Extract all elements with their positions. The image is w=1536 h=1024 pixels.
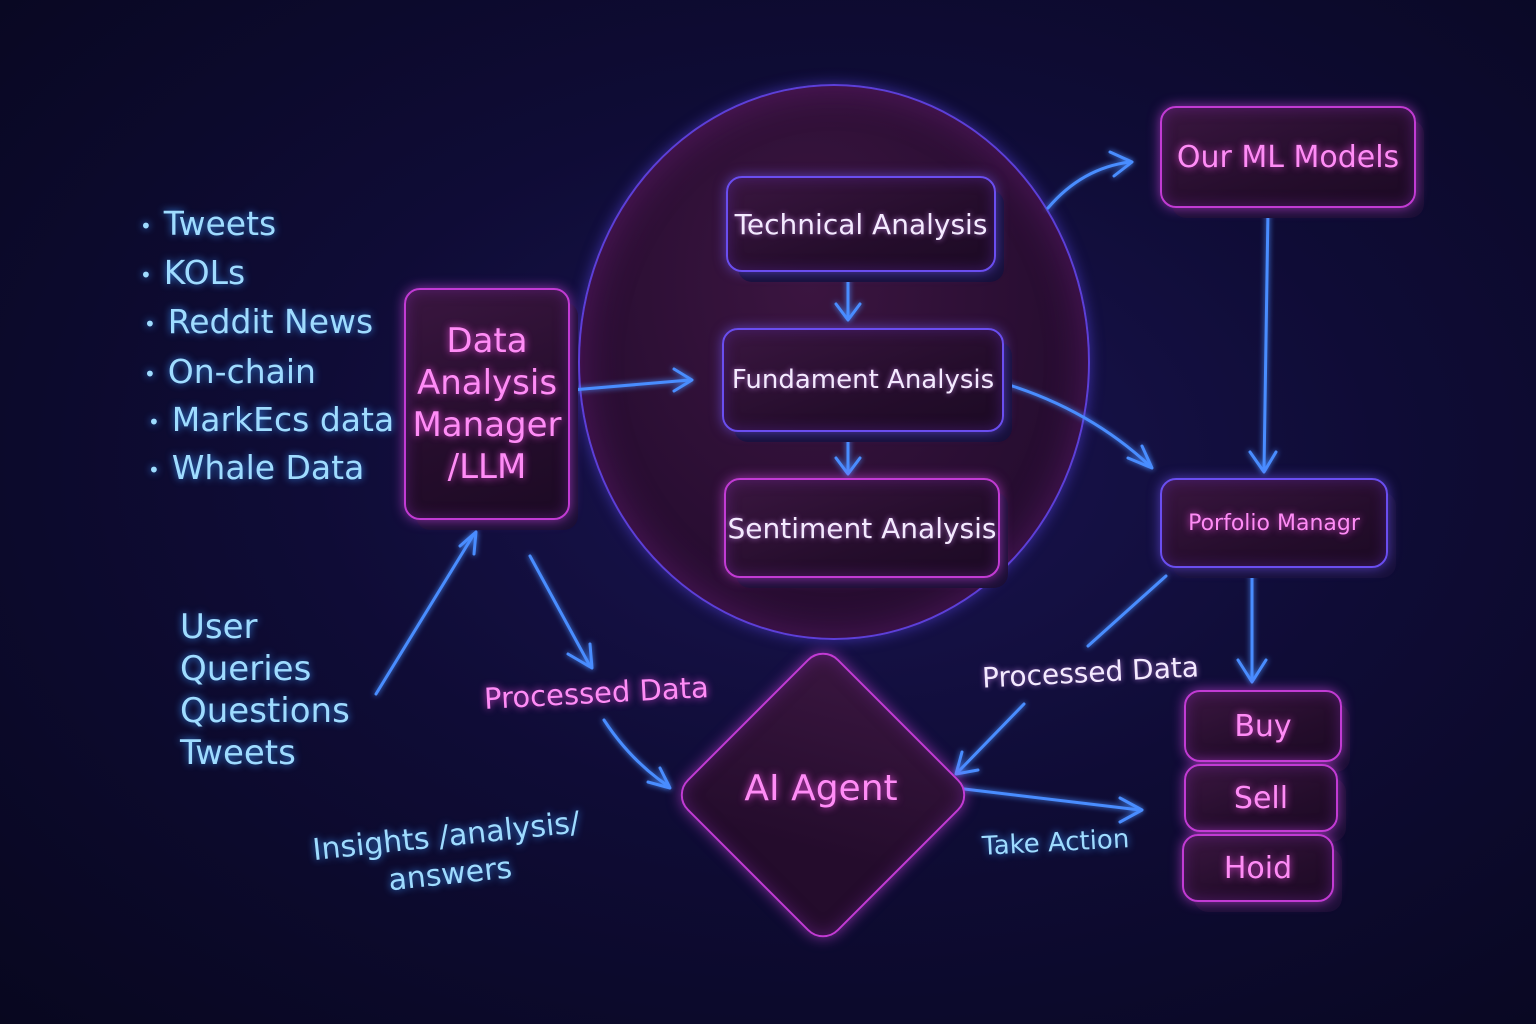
arrow-agent-to-actions (954, 786, 1142, 812)
sell-box: Sell (1184, 764, 1338, 832)
buy-box: Buy (1184, 690, 1342, 762)
data-analysis-manager: Data Analysis Manager /LLM (404, 288, 570, 520)
arrow-circle-to-ml (1046, 160, 1132, 210)
fundamental-analysis-box: Fundament Analysis (722, 328, 1004, 432)
arrow-manager-to-fundamental (570, 378, 692, 392)
ml-models-label: Our ML Models (1176, 139, 1400, 175)
user-input-line: Questions (180, 691, 350, 731)
source-item: •KOLs (140, 253, 246, 292)
manager-line: Analysis (416, 363, 558, 403)
user-input-line: User (180, 607, 258, 647)
manager-line: /LLM (447, 447, 527, 487)
user-input-list: User Queries Questions Tweets (180, 606, 350, 774)
ml-models-box: Our ML Models (1160, 106, 1416, 208)
source-item: •Reddit News (144, 302, 374, 341)
arrow-ml-to-portfolio (1262, 208, 1270, 472)
technical-analysis-label: Technical Analysis (734, 207, 988, 241)
portfolio-manager-box: Porfolio Managr (1160, 478, 1388, 568)
source-item: •On-chain (144, 352, 316, 391)
user-input-line: Queries (180, 649, 312, 689)
manager-line: Manager (412, 405, 562, 445)
hold-label: Hoid (1223, 850, 1293, 886)
buy-label: Buy (1234, 708, 1292, 744)
arrow-user-to-manager (374, 532, 476, 696)
technical-analysis-box: Technical Analysis (726, 176, 996, 272)
source-item: •Tweets (140, 204, 277, 243)
hold-box: Hoid (1182, 834, 1334, 902)
arrow-fundamental-to-portfolio (1004, 382, 1152, 468)
fundamental-analysis-label: Fundament Analysis (731, 365, 995, 395)
portfolio-manager-label: Porfolio Managr (1188, 510, 1360, 536)
sentiment-analysis-label: Sentiment Analysis (727, 511, 997, 545)
user-input-line: Tweets (180, 733, 296, 773)
ai-agent-label: AI Agent (744, 768, 898, 809)
arrow-manager-to-processed (528, 554, 592, 668)
sell-label: Sell (1233, 780, 1289, 816)
arrow-portfolio-to-agent-b (956, 702, 1026, 774)
source-item: •Whale Data (148, 448, 365, 487)
manager-line: Data (446, 321, 528, 361)
arrow-portfolio-to-agent-a (1086, 574, 1168, 648)
source-item: •MarkEcs data (148, 400, 395, 439)
sentiment-analysis-box: Sentiment Analysis (724, 478, 1000, 578)
arrow-processed-to-agent (602, 718, 670, 788)
